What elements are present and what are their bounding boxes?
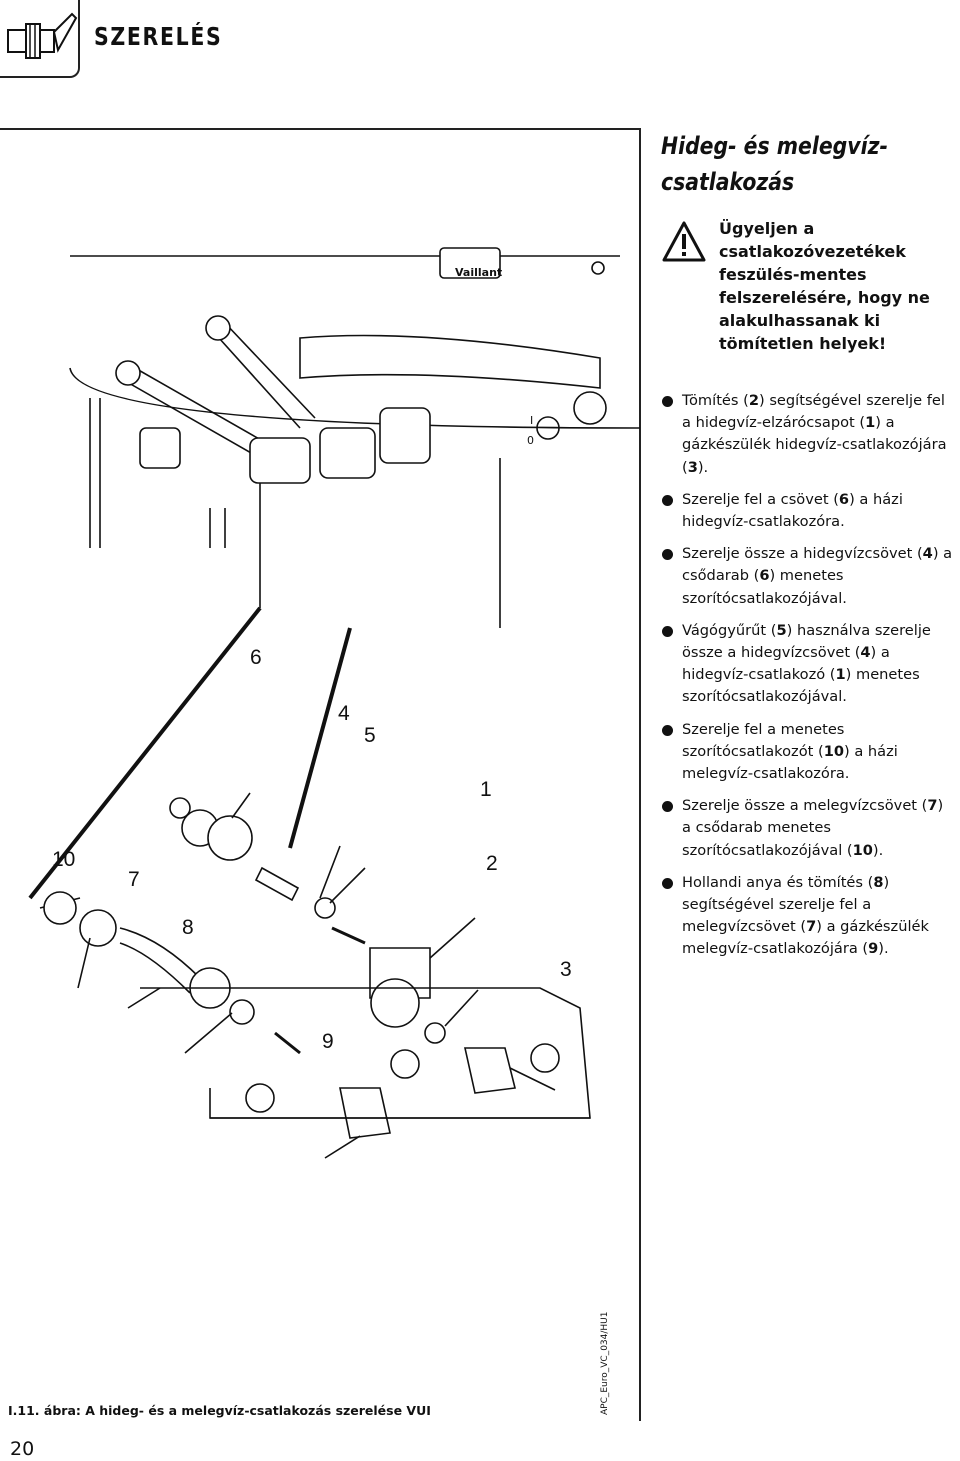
- bullet-icon: [662, 494, 673, 506]
- instruction-step: Szerelje össze a hidegvízcsövet (4) a cs…: [662, 543, 956, 610]
- callout-10: 10: [52, 848, 76, 871]
- callout-7: 7: [128, 868, 140, 891]
- brand-logo: Vaillant: [455, 266, 503, 279]
- bullet-icon: [662, 549, 673, 561]
- section-title-line1: Hideg- és melegvíz-: [661, 132, 888, 160]
- dial-label-0: 0: [527, 434, 534, 447]
- callout-5: 5: [364, 724, 376, 747]
- instruction-list: Tömítés (2) segítségével szerelje fel a …: [662, 390, 956, 971]
- instruction-step: Szerelje fel a csövet (6) a házi hidegví…: [662, 489, 956, 533]
- bullet-icon: [662, 625, 673, 637]
- callout-8: 8: [182, 916, 194, 939]
- section-title: Hideg- és melegvíz- csatlakozás: [661, 128, 908, 200]
- page-header-title: SZERELÉS: [94, 22, 223, 51]
- section-title-line2: csatlakozás: [661, 168, 795, 196]
- callout-2: 2: [486, 852, 498, 875]
- callout-6: 6: [250, 646, 262, 669]
- callout-9: 9: [322, 1030, 334, 1053]
- instruction-step: Szerelje fel a menetes szorítócsatlakozó…: [662, 719, 956, 786]
- bullet-icon: [662, 801, 673, 813]
- callout-3: 3: [560, 958, 572, 981]
- bullet-icon: [662, 724, 673, 736]
- figure-frame: [0, 128, 641, 1421]
- instruction-step: Vágógyűrűt (5) használva szerelje össze …: [662, 620, 956, 709]
- bullet-icon: [662, 877, 673, 889]
- instruction-step: Tömítés (2) segítségével szerelje fel a …: [662, 390, 956, 479]
- header-icon-frame: [0, 0, 80, 78]
- warning-text: Ügyeljen a csatlakozóvezetékek feszülés-…: [719, 219, 930, 353]
- callout-1: 1: [480, 778, 492, 801]
- installation-illustration: [28, 247, 640, 1159]
- callout-4: 4: [338, 702, 350, 725]
- bullet-icon: [662, 396, 673, 407]
- wrench-pipe-icon: [7, 12, 78, 59]
- page-number: 20: [10, 1438, 35, 1460]
- dial-label-i: I: [530, 414, 534, 427]
- instruction-step: Szerelje össze a melegvízcsövet (7) a cs…: [662, 795, 956, 862]
- document-code: APC_Euro_VC_034/HU1: [600, 1311, 610, 1416]
- figure-caption: I.11. ábra: A hideg- és a melegvíz-csatl…: [8, 1403, 431, 1418]
- warning-triangle-icon: [662, 221, 706, 262]
- instruction-step: Hollandi anya és tömítés (8) segítségéve…: [662, 872, 956, 961]
